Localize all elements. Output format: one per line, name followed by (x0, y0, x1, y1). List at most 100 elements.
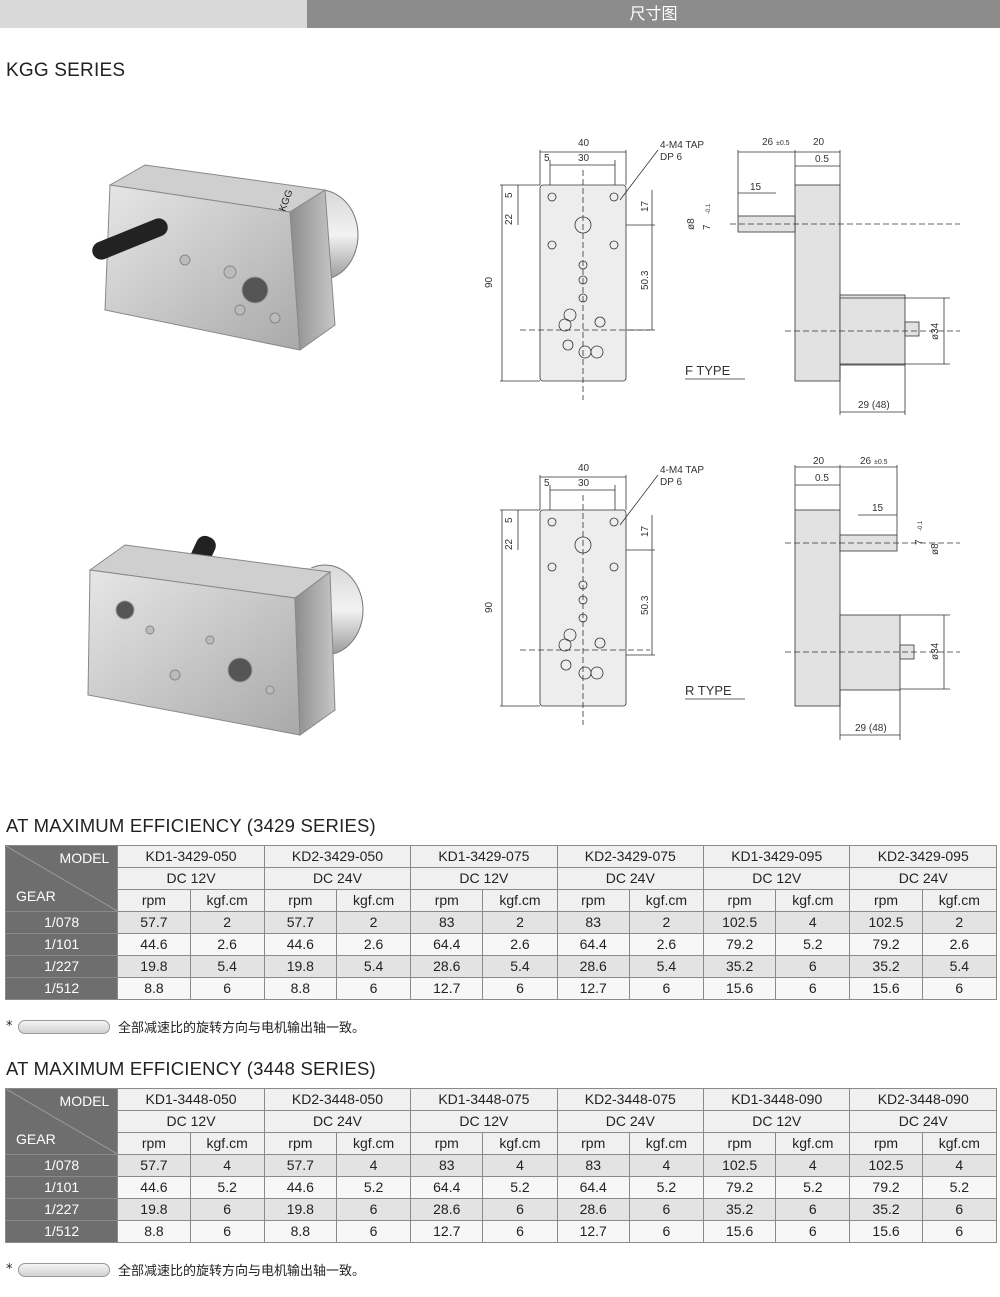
model-name-cell: KD1-3429-050 (117, 845, 265, 868)
svg-text:7: 7 (702, 224, 713, 230)
value-cell: 15.6 (703, 1220, 777, 1243)
svg-text:90: 90 (484, 276, 495, 288)
svg-text:5: 5 (544, 478, 550, 489)
svg-text:-0.1: -0.1 (918, 520, 924, 531)
value-cell: 19.8 (117, 955, 191, 978)
value-cell: 6 (775, 977, 851, 1000)
unit-torque-cell: kgf.cm (921, 1132, 998, 1155)
value-cell: 5.2 (921, 1176, 998, 1199)
unit-rpm-cell: rpm (556, 889, 630, 912)
svg-text:22: 22 (504, 538, 515, 550)
value-cell: 83 (410, 1154, 484, 1177)
gear-ratio-cell: 1/101 (4, 1176, 119, 1199)
svg-text:0.5: 0.5 (815, 473, 829, 484)
model-name-cell: KD2-3448-075 (556, 1088, 705, 1111)
value-cell: 8.8 (263, 977, 337, 1000)
value-cell: 19.8 (263, 1198, 337, 1221)
svg-text:17: 17 (640, 525, 651, 537)
value-cell: 6 (189, 977, 265, 1000)
value-cell: 4 (482, 1154, 558, 1177)
svg-text:DP 6: DP 6 (660, 152, 682, 163)
value-cell: 5.2 (189, 1176, 265, 1199)
dimension-drawing-f-type: 40 5 30 4-M4 TAP DP 6 90 5 22 17 50.3 F … (484, 137, 960, 415)
note-star: * (6, 1019, 13, 1034)
table-corner-header: MODEL GEAR (4, 845, 119, 912)
value-cell: 12.7 (556, 1220, 630, 1243)
value-cell: 5.2 (482, 1176, 558, 1199)
value-cell: 15.6 (703, 977, 777, 1000)
value-cell: 4 (335, 1154, 412, 1177)
svg-text:±0.5: ±0.5 (776, 140, 790, 147)
unit-rpm-cell: rpm (117, 1132, 191, 1155)
unit-torque-cell: kgf.cm (775, 1132, 851, 1155)
value-cell: 79.2 (703, 933, 777, 956)
model-name-cell: KD2-3429-075 (556, 845, 705, 868)
voltage-cell: DC 24V (263, 867, 412, 890)
unit-torque-cell: kgf.cm (189, 1132, 265, 1155)
model-name-cell: KD2-3429-095 (849, 845, 997, 868)
value-cell: 44.6 (263, 1176, 337, 1199)
model-name-cell: KD2-3429-050 (263, 845, 412, 868)
value-cell: 102.5 (849, 911, 923, 934)
gear-ratio-cell: 1/078 (4, 911, 119, 934)
value-cell: 6 (921, 977, 998, 1000)
model-name-cell: KD1-3448-075 (410, 1088, 558, 1111)
value-cell: 57.7 (263, 1154, 337, 1177)
value-cell: 35.2 (849, 1198, 923, 1221)
value-cell: 102.5 (703, 911, 777, 934)
svg-text:4-M4 TAP: 4-M4 TAP (660, 465, 704, 476)
unit-rpm-cell: rpm (849, 1132, 923, 1155)
voltage-cell: DC 12V (703, 1110, 851, 1133)
gear-ratio-cell: 1/512 (4, 977, 119, 1000)
unit-torque-cell: kgf.cm (189, 889, 265, 912)
unit-torque-cell: kgf.cm (628, 1132, 705, 1155)
value-cell: 4 (921, 1154, 998, 1177)
model-header: MODEL (59, 850, 110, 866)
value-cell: 5.4 (189, 955, 265, 978)
value-cell: 64.4 (410, 1176, 484, 1199)
table1-note: *全部减速比的旋转方向与电机输出轴一致。 (6, 1017, 365, 1036)
value-cell: 28.6 (556, 955, 630, 978)
value-cell: 6 (628, 977, 705, 1000)
value-cell: 2 (628, 911, 705, 934)
voltage-cell: DC 24V (849, 867, 997, 890)
value-cell: 44.6 (117, 933, 191, 956)
value-cell: 5.4 (335, 955, 412, 978)
value-cell: 83 (556, 911, 630, 934)
value-cell: 28.6 (410, 1198, 484, 1221)
model-name-cell: KD1-3448-090 (703, 1088, 851, 1111)
value-cell: 2.6 (335, 933, 412, 956)
value-cell: 8.8 (117, 977, 191, 1000)
unit-rpm-cell: rpm (849, 889, 923, 912)
unit-rpm-cell: rpm (703, 1132, 777, 1155)
svg-text:15: 15 (750, 182, 762, 193)
value-cell: 6 (628, 1198, 705, 1221)
value-cell: 15.6 (849, 1220, 923, 1243)
svg-text:7: 7 (914, 539, 925, 545)
value-cell: 2 (189, 911, 265, 934)
value-cell: 28.6 (556, 1198, 630, 1221)
value-cell: 2.6 (189, 933, 265, 956)
unit-rpm-cell: rpm (263, 889, 337, 912)
value-cell: 79.2 (849, 933, 923, 956)
value-cell: 64.4 (410, 933, 484, 956)
value-cell: 83 (556, 1154, 630, 1177)
value-cell: 19.8 (263, 955, 337, 978)
value-cell: 35.2 (703, 1198, 777, 1221)
svg-text:22: 22 (504, 213, 515, 225)
series-title: KGG SERIES (6, 60, 126, 81)
note-text: 全部减速比的旋转方向与电机输出轴一致。 (118, 1264, 366, 1279)
table1-title: AT MAXIMUM EFFICIENCY (3429 SERIES) (6, 815, 376, 836)
svg-text:26: 26 (762, 137, 774, 148)
svg-text:0.5: 0.5 (815, 154, 829, 165)
unit-torque-cell: kgf.cm (482, 1132, 558, 1155)
gear-header: GEAR (16, 888, 56, 904)
value-cell: 6 (482, 977, 558, 1000)
unit-torque-cell: kgf.cm (335, 1132, 412, 1155)
value-cell: 5.2 (775, 933, 851, 956)
svg-text:26: 26 (860, 456, 872, 467)
value-cell: 2.6 (482, 933, 558, 956)
model-name-cell: KD1-3429-075 (410, 845, 558, 868)
